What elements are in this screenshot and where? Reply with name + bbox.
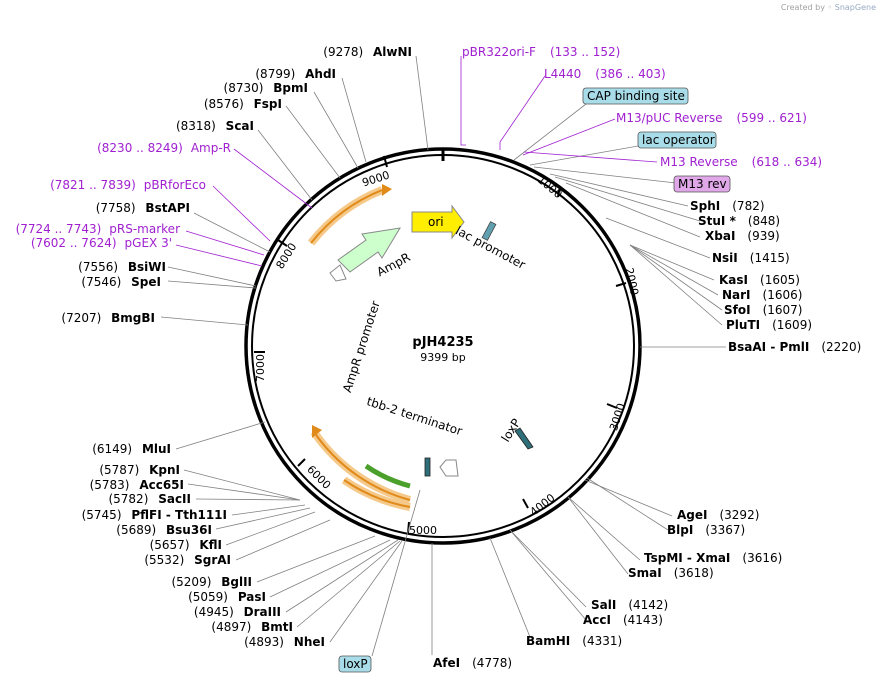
site-afei[interactable]: AfeI(4778) [433, 656, 512, 670]
orange-arc-a-arrowhead [312, 425, 322, 438]
boxed-feature-labels: CAP binding site lac operator M13 rev lo… [338, 87, 731, 673]
tick-label-6000: 6000 [304, 463, 333, 492]
orange-arc-b-line [343, 479, 411, 508]
site-nari[interactable]: NarI(1606) [722, 288, 802, 302]
tick-9000 [383, 155, 388, 168]
credit-prefix: Created by [780, 3, 825, 12]
tick-4000 [522, 498, 529, 509]
site-nhei[interactable]: (4893) NheI [244, 635, 325, 649]
tick-label-8000: 8000 [274, 241, 300, 272]
site-spei[interactable]: (7546) SpeI [81, 275, 161, 289]
site-pluti[interactable]: PluTI(1609) [726, 318, 812, 332]
orange-arc-a-line [313, 431, 411, 501]
site-ahdi[interactable]: (8799) AhdI [255, 67, 336, 81]
tick-label-1000: 1000 [535, 173, 565, 201]
lac-promoter-feature [481, 221, 497, 241]
site-sfoi[interactable]: SfoI(1607) [724, 303, 802, 317]
site-sacii[interactable]: (5782) SacII [108, 492, 191, 506]
primer-pbrforeco[interactable]: (7821 .. 7839)pBRforEco [50, 178, 206, 192]
cap-binding-site-box [582, 87, 689, 105]
snapgene-credit: Created by ◦ SnapGene [781, 3, 876, 12]
site-acc65i[interactable]: (5783) Acc65I [90, 478, 184, 492]
site-connectors-right [431, 103, 726, 655]
site-bpmi[interactable]: (8730) BpmI [224, 81, 308, 95]
lac-operator-label[interactable]: lac operator [642, 133, 715, 147]
site-bglii[interactable]: (5209) BglII [171, 575, 252, 589]
site-acci[interactable]: AccI(4143) [583, 613, 663, 627]
green-arc [364, 463, 411, 489]
site-bsu36i[interactable]: (5689) Bsu36I [116, 523, 212, 537]
site-kpni[interactable]: (5787) KpnI [99, 463, 180, 477]
site-kfli[interactable]: (5657) KflI [150, 538, 222, 552]
site-scai[interactable]: (8318) ScaI [176, 119, 254, 133]
site-bamhi[interactable]: BamHI(4331) [526, 634, 622, 648]
site-stui[interactable]: StuI *(848) [698, 214, 780, 228]
ori-label: ori [428, 215, 444, 229]
site-labels-right: AfeI(4778) BamHI(4331) SalI(4142) AccI(4… [433, 199, 861, 670]
arc-arrowhead-top [382, 184, 392, 196]
site-fspi[interactable]: (8576) FspI [204, 97, 282, 111]
site-kasi[interactable]: KasI(1605) [719, 273, 800, 287]
site-pasi[interactable]: (5059) PasI [188, 590, 266, 604]
ori-feature [411, 204, 465, 240]
credit-brand: SnapGene [834, 3, 876, 12]
loxp-box [338, 655, 372, 673]
site-bsaai-pmli[interactable]: BsaAI - PmlI(2220) [728, 340, 861, 354]
primer-connectors [175, 56, 658, 267]
primer-amp-r[interactable]: (8230 .. 8249)Amp-R [97, 141, 231, 155]
site-smai[interactable]: SmaI(3618) [628, 566, 714, 580]
primer-labels: pBR322ori-F(133 .. 152) L4440(386 .. 403… [16, 45, 823, 250]
primer-binding-arc-top-line [310, 189, 383, 244]
m13-rev-box [673, 175, 731, 193]
m13-rev-label[interactable]: M13 rev [678, 177, 727, 191]
primer-pgex-3[interactable]: (7602 .. 7624)pGEX 3' [31, 236, 172, 250]
primer-prs-marker[interactable]: (7724 .. 7743)pRS-marker [16, 222, 180, 236]
primer-m13-puc-reverse[interactable]: M13/pUC Reverse(599 .. 621) [616, 111, 807, 125]
site-agei[interactable]: AgeI(3292) [677, 508, 759, 522]
backbone [244, 147, 642, 545]
site-sali[interactable]: SalI(4142) [591, 598, 668, 612]
site-mlui[interactable]: (6149) MluI [92, 442, 171, 456]
primer-pbr322ori-f[interactable]: pBR322ori-F(133 .. 152) [462, 45, 620, 59]
site-nsii[interactable]: NsiI(1415) [712, 251, 790, 265]
tick-3000 [606, 403, 618, 409]
primer-l4440[interactable]: L4440(386 .. 403) [544, 67, 666, 81]
tick-2000 [615, 282, 627, 287]
tick-1000 [557, 185, 561, 198]
tbb2-terminator-feature [439, 459, 459, 477]
loxp-marker-bottom [424, 457, 431, 477]
site-tspmi-xmai[interactable]: TspMI - XmaI(3616) [644, 551, 782, 565]
plasmid-name: pJH4235 [412, 335, 473, 350]
site-sgrai[interactable]: (5532) SgrAI [144, 553, 231, 567]
ampr-feature [337, 227, 401, 273]
ampr-promoter-label: AmpR promoter [340, 299, 383, 394]
site-bmgbi[interactable]: (7207) BmgBI [61, 311, 155, 325]
site-blpi[interactable]: BlpI(3367) [667, 523, 745, 537]
site-bmti[interactable]: (4897) BmtI [211, 620, 293, 634]
loxp-inner-feature [514, 427, 534, 450]
site-sphi[interactable]: SphI(782) [690, 199, 765, 213]
site-draiii[interactable]: (4945) DraIII [194, 605, 281, 619]
tick-label-7000: 7000 [254, 354, 267, 382]
tick-8000 [277, 239, 288, 247]
site-xbai[interactable]: XbaI(939) [705, 229, 780, 243]
loxp-box-label[interactable]: loxP [343, 657, 368, 671]
primer-m13-reverse[interactable]: M13 Reverse(618 .. 634) [660, 155, 822, 169]
lac-operator-box [637, 131, 717, 149]
site-pflfi-tth111i[interactable]: (5745) PflFI - Tth111I [82, 508, 227, 522]
site-labels-left: (9278) AlwNI (8799) AhdI (8730) BpmI (85… [61, 45, 412, 649]
site-connectors-left [160, 55, 429, 657]
tick-label-2000: 2000 [622, 267, 641, 297]
tbb2-label: tbb-2 terminator [365, 394, 464, 438]
ampr-promoter-feature [329, 264, 347, 282]
site-bstapi[interactable]: (7758) BstAPI [96, 201, 190, 215]
tick-label-5000: 5000 [409, 524, 437, 537]
cap-binding-site-label[interactable]: CAP binding site [587, 89, 685, 103]
tick-6000 [297, 458, 306, 467]
snapgene-logo-icon: ◦ [827, 3, 833, 12]
site-alwni[interactable]: (9278) AlwNI [323, 45, 412, 59]
plasmid-size: 9399 bp [420, 351, 465, 364]
site-bsiwi[interactable]: (7556) BsiWI [78, 260, 166, 274]
